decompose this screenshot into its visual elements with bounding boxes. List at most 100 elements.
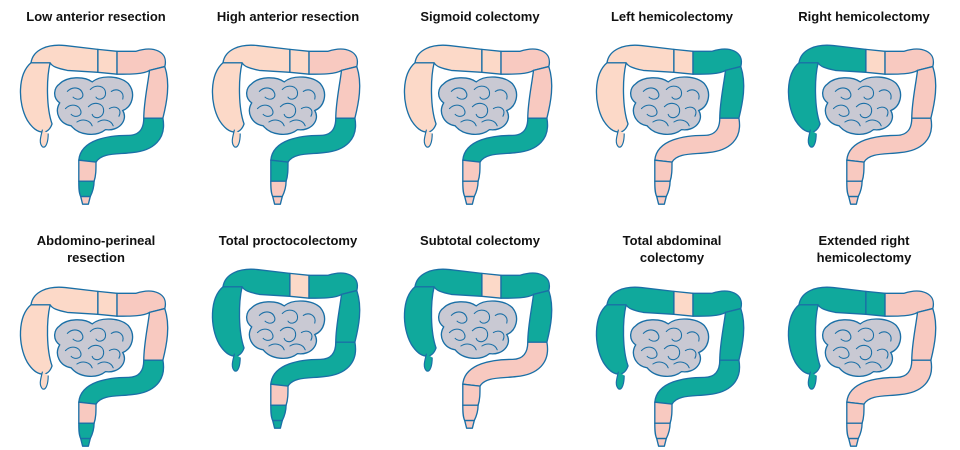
small-bowel-loop bbox=[76, 361, 93, 369]
small-bowel-loop bbox=[640, 104, 658, 117]
colon-segment-anus bbox=[656, 437, 667, 447]
small-bowel-loop bbox=[652, 361, 669, 369]
small-bowel-loop bbox=[665, 85, 683, 100]
procedure-panel: Total proctocolectomy bbox=[192, 224, 384, 448]
small-bowel-loop bbox=[289, 119, 306, 127]
appendix bbox=[807, 371, 817, 390]
small-bowel bbox=[54, 318, 134, 377]
colon-segment-upper-rectum bbox=[270, 383, 289, 406]
small-bowel-loop bbox=[87, 344, 105, 361]
small-bowel-loop bbox=[108, 348, 121, 359]
colon-anatomy-illustration bbox=[19, 44, 169, 205]
small-bowel-loop bbox=[64, 104, 82, 117]
colon-segment-upper-rectum bbox=[270, 159, 289, 182]
small-bowel-loop bbox=[642, 87, 660, 100]
colon-segment-descending bbox=[335, 289, 361, 343]
procedure-panel: Total abdominal colectomy bbox=[576, 224, 768, 448]
small-bowel-loop bbox=[686, 331, 700, 342]
colon-segment-descending bbox=[527, 289, 553, 343]
colon-segment-descending bbox=[527, 65, 553, 119]
procedure-caption: High anterior resection bbox=[216, 9, 360, 24]
colon-segment-rectum bbox=[462, 404, 479, 422]
procedure-panel: Sigmoid colectomy bbox=[384, 0, 576, 224]
small-bowel-loop bbox=[481, 119, 498, 127]
small-bowel-loop bbox=[268, 119, 285, 127]
small-bowel-loop bbox=[66, 329, 84, 342]
small-bowel-loop bbox=[258, 87, 276, 100]
procedure-caption: Abdomino-perineal resection bbox=[36, 233, 156, 265]
appendix bbox=[423, 353, 433, 372]
procedure-panel: Extended right hemicolectomy bbox=[768, 224, 960, 448]
procedure-panel: Abdomino-perineal resection bbox=[0, 224, 192, 448]
small-bowel-loop bbox=[64, 346, 82, 359]
colon-segment-descending bbox=[143, 307, 169, 361]
colon-segment-upper-rectum bbox=[462, 383, 481, 406]
colon-anatomy-illustration bbox=[787, 44, 937, 205]
appendix bbox=[615, 371, 625, 390]
small-bowel-loop bbox=[492, 106, 505, 117]
appendix bbox=[231, 129, 241, 148]
small-bowel bbox=[54, 76, 134, 135]
procedure-panel: Right hemicolectomy bbox=[768, 0, 960, 224]
small-bowel-loop bbox=[110, 89, 124, 100]
colon-segment-ascending bbox=[403, 286, 437, 357]
colon-segment-ascending bbox=[787, 304, 821, 375]
small-bowel-loop bbox=[473, 85, 491, 100]
appendix bbox=[807, 129, 817, 148]
small-bowel-loop bbox=[857, 85, 875, 100]
small-bowel-loop bbox=[302, 313, 316, 324]
small-bowel bbox=[438, 300, 518, 359]
appendix bbox=[423, 129, 433, 148]
small-bowel-loop bbox=[258, 311, 276, 324]
small-bowel-loop bbox=[865, 361, 882, 369]
small-bowel-loop bbox=[89, 327, 107, 342]
small-bowel-loop bbox=[844, 119, 861, 127]
small-bowel-loop bbox=[289, 343, 306, 351]
colon-segment-upper-rectum bbox=[846, 401, 865, 424]
colon-segment-rectum bbox=[78, 422, 95, 440]
colon-anatomy-illustration bbox=[211, 44, 361, 205]
colon-segment-upper-rectum bbox=[462, 159, 481, 182]
colon-anatomy-illustration bbox=[787, 286, 937, 447]
colon-segment-ascending bbox=[211, 286, 245, 357]
procedure-panel: Subtotal colectomy bbox=[384, 224, 576, 448]
colon-segment-rectum bbox=[654, 180, 671, 198]
small-bowel bbox=[822, 76, 902, 135]
small-bowel-loop bbox=[878, 89, 892, 100]
small-bowel-loop bbox=[844, 361, 861, 369]
small-bowel-loop bbox=[673, 361, 690, 369]
small-bowel-loop bbox=[663, 344, 681, 361]
small-bowel bbox=[822, 318, 902, 377]
small-bowel-loop bbox=[471, 102, 489, 119]
small-bowel-loop bbox=[89, 85, 107, 100]
small-bowel-loop bbox=[834, 329, 852, 342]
colon-segment-transverse-mid bbox=[97, 48, 118, 75]
small-bowel-loop bbox=[66, 87, 84, 100]
colon-segment-rectum bbox=[462, 180, 479, 198]
colon-segment-rectum bbox=[270, 180, 287, 198]
colon-segment-anus bbox=[80, 195, 91, 205]
appendix bbox=[231, 353, 241, 372]
small-bowel bbox=[630, 318, 710, 377]
colon-segment-transverse-mid bbox=[481, 272, 502, 299]
colon-segment-rectum bbox=[654, 422, 671, 440]
colon-segment-ascending bbox=[595, 62, 629, 133]
small-bowel-loop bbox=[302, 89, 316, 100]
procedure-caption: Low anterior resection bbox=[26, 9, 166, 24]
small-bowel bbox=[630, 76, 710, 135]
small-bowel-loop bbox=[448, 328, 466, 341]
colon-segment-rectum bbox=[846, 422, 863, 440]
colon-segment-upper-rectum bbox=[78, 159, 97, 182]
colon-anatomy-illustration bbox=[211, 268, 361, 429]
small-bowel-loop bbox=[87, 102, 105, 119]
colon-anatomy-illustration bbox=[403, 268, 553, 429]
small-bowel-loop bbox=[684, 348, 697, 359]
small-bowel-loop bbox=[76, 119, 93, 127]
small-bowel-loop bbox=[857, 327, 875, 342]
appendix bbox=[39, 371, 49, 390]
procedure-panel: Low anterior resection bbox=[0, 0, 192, 224]
small-bowel-loop bbox=[256, 104, 274, 117]
small-bowel-loop bbox=[494, 89, 508, 100]
colon-segment-ascending bbox=[595, 304, 629, 375]
